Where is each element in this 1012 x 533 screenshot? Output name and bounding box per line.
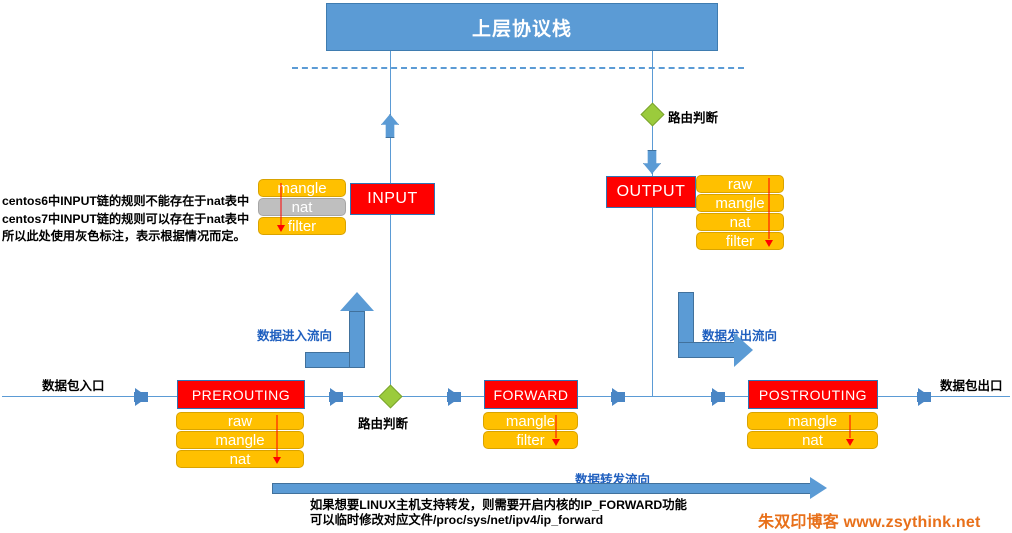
input-table-mangle[interactable]: mangle (258, 179, 346, 197)
chain-input-label: INPUT (367, 190, 418, 207)
postrouting-table-order-arrow (845, 415, 855, 446)
chain-forward-box[interactable]: FORWARD (484, 380, 578, 409)
upper-protocol-stack-box: 上层协议栈 (326, 3, 718, 51)
kernel-userspace-divider (292, 67, 744, 69)
prerouting-table-nat[interactable]: nat (176, 450, 304, 468)
routing-decision-bottom-label: 路由判断 (358, 417, 409, 431)
chain-prerouting-box[interactable]: PREROUTING (177, 380, 305, 409)
postrouting-table-nat[interactable]: nat (747, 431, 878, 449)
note-line-3: 所以此处使用灰色标注，表示根据情况而定。 (2, 229, 246, 243)
note-line-1: centos6中INPUT链的规则不能存在于nat表中 (2, 194, 250, 208)
input-table-stack: mangle nat filter (258, 179, 346, 236)
postrouting-table-stack: mangle nat (747, 412, 878, 450)
ip-forward-note: 如果想要LINUX主机支持转发，则需要开启内核的IP_FORWARD功能 可以临… (310, 498, 687, 528)
chain-output-box[interactable]: OUTPUT (606, 176, 696, 208)
forward-table-filter[interactable]: filter (483, 431, 578, 449)
chain-postrouting-label: POSTROUTING (758, 386, 868, 403)
datapath-arrow-1 (134, 388, 148, 406)
note-line-2: centos7中INPUT链的规则可以存在于nat表中 (2, 211, 250, 226)
datapath-arrow-2 (329, 388, 343, 406)
prerouting-table-stack: raw mangle nat (176, 412, 304, 469)
chain-forward-label: FORWARD (493, 386, 569, 403)
output-table-mangle[interactable]: mangle (696, 194, 784, 212)
input-table-order-arrow (276, 183, 286, 232)
input-table-filter[interactable]: filter (258, 217, 346, 235)
chain-output-label: OUTPUT (616, 183, 686, 200)
prerouting-table-order-arrow (272, 415, 282, 464)
datapath-arrow-4 (611, 388, 625, 406)
output-table-stack: raw mangle nat filter (696, 175, 784, 251)
input-up-arrow (381, 114, 399, 138)
data-out-flow-arrow (678, 292, 768, 372)
forward-table-stack: mangle filter (483, 412, 578, 450)
data-forward-flow-arrowhead (810, 477, 827, 499)
postrouting-table-mangle[interactable]: mangle (747, 412, 878, 430)
datapath-arrow-5 (711, 388, 725, 406)
prerouting-table-raw[interactable]: raw (176, 412, 304, 430)
output-table-nat[interactable]: nat (696, 213, 784, 231)
prerouting-table-mangle[interactable]: mangle (176, 431, 304, 449)
data-in-flow-label: 数据进入流向 (257, 329, 333, 343)
chain-input-box[interactable]: INPUT (350, 183, 435, 215)
forward-table-order-arrow (551, 415, 561, 446)
output-down-arrow (643, 150, 661, 174)
output-table-filter[interactable]: filter (696, 232, 784, 250)
data-out-flow-tip (734, 333, 753, 367)
data-in-flow-arrow (305, 292, 385, 372)
datapath-arrow-6 (917, 388, 931, 406)
upper-protocol-stack-label: 上层协议栈 (471, 18, 572, 40)
data-out-flow-horizontal (678, 342, 736, 358)
routing-decision-top-diamond (640, 102, 665, 127)
data-in-flow-vertical (349, 311, 365, 368)
watermark-label: 朱双印博客 www.zsythink.net (758, 514, 981, 531)
routing-decision-top-label: 路由判断 (668, 111, 719, 125)
chain-postrouting-box[interactable]: POSTROUTING (748, 380, 878, 409)
packet-entry-label: 数据包入口 (42, 379, 105, 393)
data-forward-flow-bar (272, 483, 812, 494)
input-vertical-line (390, 51, 391, 396)
ip-forward-note-line-1: 如果想要LINUX主机支持转发，则需要开启内核的IP_FORWARD功能 (310, 498, 687, 512)
packet-exit-label: 数据包出口 (940, 379, 1003, 393)
input-nat-annotation-note: centos6中INPUT链的规则不能存在于nat表中 centos7中INPU… (2, 193, 264, 246)
routing-decision-bottom-diamond (378, 384, 403, 409)
datapath-arrow-3 (447, 388, 461, 406)
ip-forward-note-line-2: 可以临时修改对应文件/proc/sys/net/ipv4/ip_forward (310, 513, 604, 527)
output-vertical-line (652, 51, 653, 396)
chain-prerouting-label: PREROUTING (191, 386, 291, 403)
data-in-flow-tip (340, 292, 374, 311)
output-table-order-arrow (764, 178, 774, 247)
output-table-raw[interactable]: raw (696, 175, 784, 193)
input-table-nat[interactable]: nat (258, 198, 346, 216)
forward-table-mangle[interactable]: mangle (483, 412, 578, 430)
